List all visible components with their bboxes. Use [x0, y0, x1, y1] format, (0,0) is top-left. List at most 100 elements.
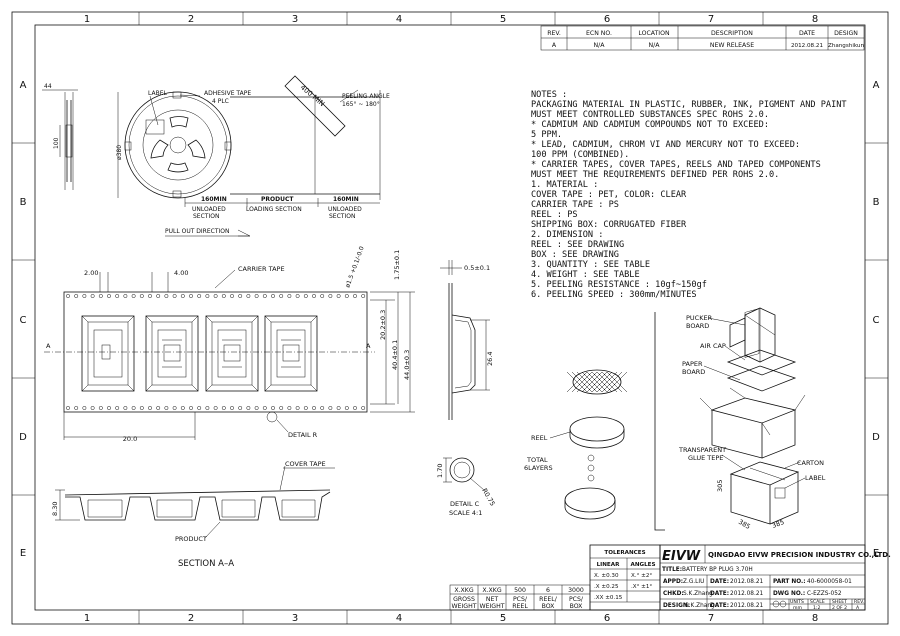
- zone-row-a-left: A: [20, 80, 27, 91]
- zone-col-6-bottom: 6: [604, 613, 610, 624]
- zone-row-e-left: E: [20, 548, 26, 559]
- sprocket-hole: [295, 406, 300, 410]
- note-line: * CARRIER TAPES, COVER TAPES, REELS AND …: [531, 160, 821, 170]
- note-line: MUST MEET CONTROLLED SUBSTANCES SPEC ROH…: [531, 110, 769, 120]
- note-line: * LEAD, CADMIUM, CHROM VI AND MERCURY NO…: [531, 140, 800, 150]
- tolerance-linear-row: .XX ±0.15: [594, 595, 623, 601]
- sprocket-hole: [238, 406, 243, 410]
- sprocket-hole: [230, 294, 234, 298]
- tape-pocket: [264, 315, 318, 392]
- tape-length: 400 MIN: [299, 83, 326, 108]
- peeling-angle-value: 165° ~ 180°: [342, 101, 380, 108]
- design-value: S.K.Zhang: [685, 603, 715, 609]
- mesh-line: [576, 371, 598, 393]
- mesh-line: [571, 371, 593, 393]
- carrier-tape-view: A A 2.00 4.00 CARRIER TAPE ø1.5 +0.1/-0.…: [44, 245, 415, 443]
- sprocket-hole: [328, 406, 333, 410]
- rev-header-date: DATE: [799, 30, 815, 37]
- sprocket-hole: [131, 294, 136, 298]
- sprocket-hole: [230, 406, 234, 410]
- peeling-angle-label: PEELING ANGLE: [342, 93, 390, 100]
- reel-side-hub: 100: [53, 137, 60, 149]
- rev-header-location: LOCATION: [638, 30, 670, 37]
- units-label: UNITS: [790, 599, 804, 605]
- chkd-value: S.K.Zhang: [683, 591, 713, 597]
- qty-unit: PCS/: [569, 596, 584, 603]
- zone-row-e-right: E: [873, 548, 879, 559]
- qty-unit: BOX: [570, 603, 584, 610]
- sprocket-hole: [115, 406, 120, 410]
- tape-pocket: [81, 315, 135, 392]
- sprocket-hole: [262, 294, 267, 298]
- sprocket-hole: [303, 294, 308, 298]
- tape-thickness-dim: 0.5±0.1: [464, 264, 490, 272]
- sprocket-hole: [156, 406, 161, 410]
- zone-col-6-top: 6: [604, 14, 610, 25]
- sheet-value: 2 OF 2: [832, 605, 847, 611]
- mesh-line: [606, 371, 628, 393]
- zone-row-c-left: C: [20, 315, 27, 326]
- sprocket-hole: [82, 294, 87, 298]
- sprocket-hole: [287, 294, 292, 298]
- scale-label: SCALE: [810, 599, 825, 605]
- zone-row-b-left: B: [20, 197, 27, 208]
- rev-cell-ecn: N/A: [594, 42, 606, 49]
- sprocket-edge-dim: 1.75±0.1: [393, 250, 401, 280]
- sprocket-hole: [123, 406, 128, 410]
- note-line: PACKAGING MATERIAL IN PLASTIC, RUBBER, I…: [531, 100, 847, 110]
- tape-leader: 400 MIN PEELING ANGLE 165° ~ 180° 160MIN…: [165, 75, 390, 237]
- sprocket-hole: [156, 294, 161, 298]
- reel-label-callout: LABEL: [148, 90, 167, 97]
- rev-label: REV.: [854, 599, 864, 605]
- tolerances-linear: LINEAR: [597, 562, 620, 568]
- pull-out-direction: PULL OUT DIRECTION: [165, 228, 229, 235]
- rev-header-description: DESCRIPTION: [711, 30, 753, 37]
- note-line: MUST MEET THE REQUIREMENTS DEFINED PER R…: [531, 170, 779, 180]
- tolerance-linear-row: .X ±0.25: [594, 584, 619, 590]
- sprocket-hole: [320, 294, 325, 298]
- sprocket-hole: [262, 406, 267, 410]
- section-height-dim: 8.30: [51, 502, 59, 516]
- section-mark-left: A: [46, 342, 51, 350]
- sprocket-hole: [312, 294, 316, 298]
- sprocket-hole: [213, 294, 218, 298]
- units-value: mm: [793, 606, 802, 611]
- note-line: BOX : SEE DRAWING: [531, 250, 619, 260]
- reel-diameter: ø380: [116, 145, 123, 160]
- rev-cell-location: N/A: [649, 42, 661, 49]
- hole-pitch-dim: 4.00: [174, 269, 188, 277]
- sprocket-hole: [82, 406, 87, 410]
- sprocket-hole: [361, 294, 366, 298]
- hole-offset-dim: 2.00: [84, 269, 98, 277]
- hole-diameter-dim: ø1.5 +0.1/-0.0: [344, 245, 365, 288]
- sprocket-hole: [279, 294, 284, 298]
- revision-table: REV. ECN NO. LOCATION DESCRIPTION DATE D…: [540, 25, 865, 51]
- total-layers-callout: TOTAL: [526, 456, 548, 464]
- sprocket-hole: [254, 406, 259, 410]
- note-line: 3. QUANTITY : SEE TABLE: [531, 260, 650, 270]
- section-a-a: COVER TAPE 8.30 PRODUCT SECTION A–A: [51, 460, 335, 569]
- sprocket-hole: [90, 294, 95, 298]
- sprocket-hole: [107, 406, 111, 410]
- sprocket-hole: [238, 294, 243, 298]
- qty-unit: NET: [486, 596, 499, 603]
- sprocket-hole: [303, 406, 308, 410]
- paper-board-callout-2: BOARD: [682, 368, 705, 376]
- sprocket-hole: [312, 406, 316, 410]
- detail-c-dim-b: R0.75: [480, 487, 496, 507]
- zone-col-2-bottom: 2: [188, 613, 194, 624]
- glue-tape-callout: TRANSPARENT: [678, 446, 726, 454]
- sprocket-hole: [246, 406, 251, 410]
- sprocket-hole: [189, 406, 193, 410]
- sprocket-hole: [271, 406, 275, 410]
- mesh-line: [591, 371, 613, 393]
- note-line: 1. MATERIAL :: [531, 180, 598, 190]
- mesh-line: [596, 371, 618, 393]
- zone-col-7-top: 7: [708, 14, 714, 25]
- qty-unit: REEL/: [539, 596, 558, 603]
- pucker-board-callout-2: BOARD: [686, 322, 709, 330]
- qty-pcs-reel: 500: [514, 587, 526, 594]
- pocket-inner-dim: 40.4±0.1: [391, 340, 399, 370]
- rev-cell-design: Zhangshikun: [828, 43, 865, 49]
- date-value: 2012.08.21: [730, 579, 764, 585]
